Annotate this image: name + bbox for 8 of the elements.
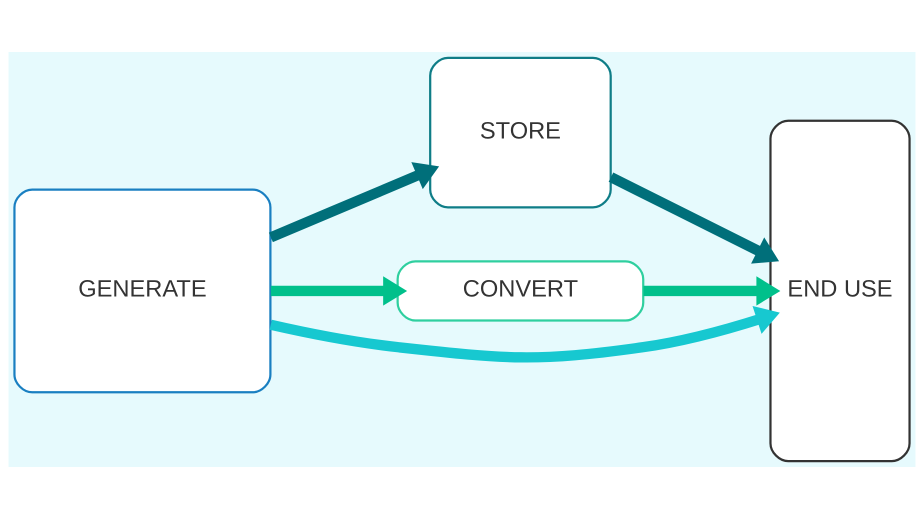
arrow (643, 276, 780, 306)
node-box: STORE (429, 56, 612, 208)
arrow (268, 162, 440, 242)
node-box: END USE (769, 120, 911, 462)
node-box: CONVERT (396, 260, 644, 322)
arrow (270, 276, 408, 306)
node-box: GENERATE (13, 188, 272, 394)
arrow (608, 172, 780, 264)
